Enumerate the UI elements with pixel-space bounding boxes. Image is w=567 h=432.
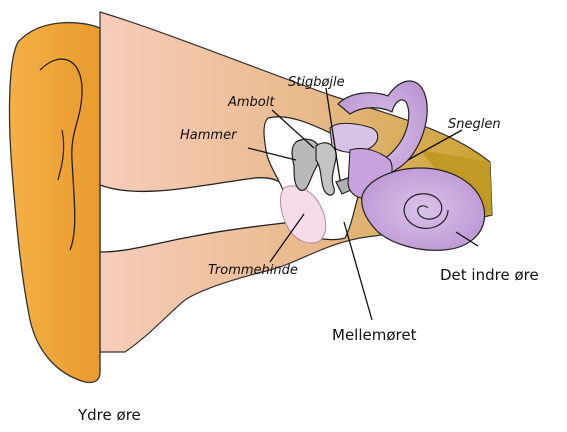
label-hammer: Hammer <box>180 128 238 143</box>
label-sneglen: Sneglen <box>448 117 501 132</box>
label-ydre-ore: Ydre øre <box>77 406 141 424</box>
label-ambolt: Ambolt <box>227 95 275 110</box>
outer-ear-auricle <box>10 23 100 383</box>
label-mellemoret: Mellemøret <box>332 326 417 344</box>
semicircular-canal-loop <box>330 123 378 152</box>
label-det-indre-ore: Det indre øre <box>440 266 539 284</box>
label-trommehinde: Trommehinde <box>208 263 298 278</box>
label-stigbojle: Stigbøjle <box>288 75 345 90</box>
